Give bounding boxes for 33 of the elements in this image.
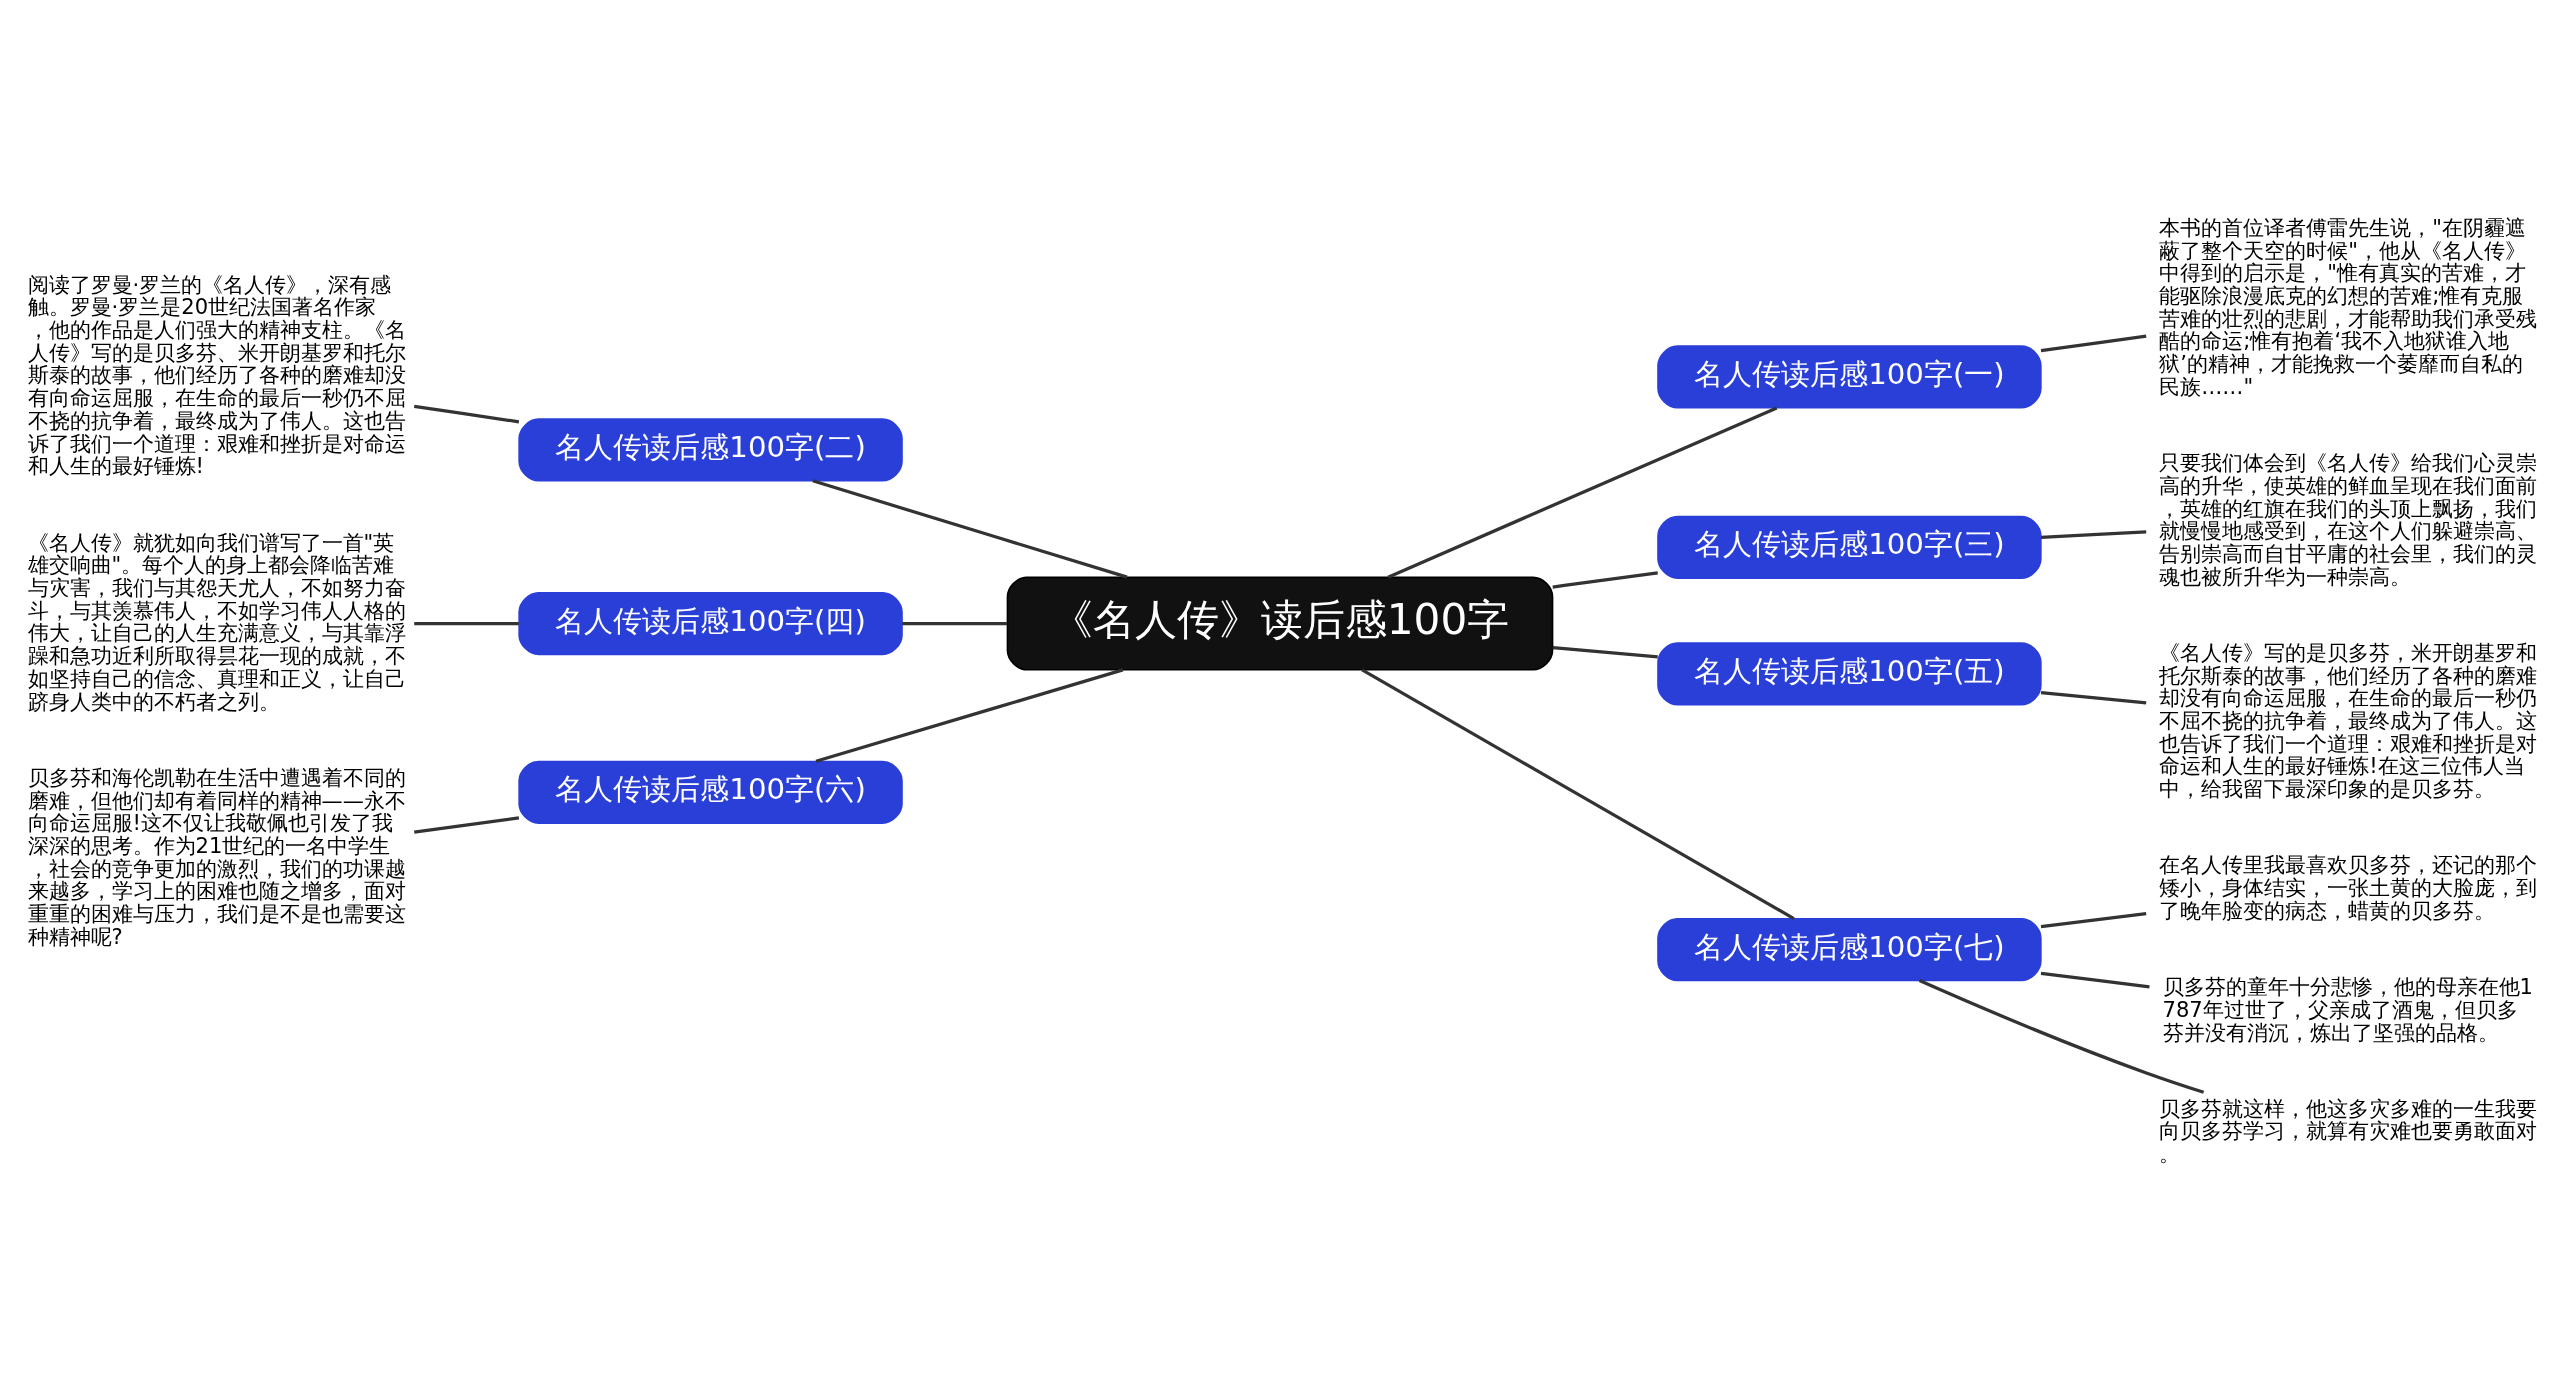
connector (2040, 971, 2150, 989)
node-text: 在名人传里我最喜欢贝多芬，还记的那个矮小，身体结实，一张土黄的大脸庞，到了晚年脸变的病态，蜡黄的贝多芬。 (2159, 852, 2538, 923)
node-box: 《名人传》读后感100字 (1006, 576, 1554, 671)
connector (414, 816, 520, 834)
node-text: 本书的首位译者傅雷先生说，"在阴霾遮蔽了整个天空的时候"，他从《名人传》中得到的启示是，"惟有真实的苦难，才能驱除浪漫底克的幻想的苦难;惟有克服苦难的壮烈的悲剧，才能帮助我们承受残酷的命运;惟有抱着‘我不入地狱谁入地狱’的精神，才能挽救一个萎靡而自私的民族……" (2159, 214, 2538, 399)
connector (2040, 912, 2147, 929)
node-box: 名人传读后感100字(五) (1657, 642, 2042, 706)
node-text: 贝多芬的童年十分悲惨，他的母亲在他1787年过世了，父亲成了酒鬼，但贝多芬并没有消沉，炼出了坚强的品格。 (2162, 974, 2533, 1045)
connector (1552, 646, 1658, 659)
connector (812, 479, 1128, 579)
node-text: 《名人传》就犹如向我们谱写了一首"英雄交响曲"。每个人的身上都会降临苦难与灾害，我们与其怨天尤人，不如努力奋斗，与其羡慕伟人，不如学习伟人人格的伟大，让自己的人生充满意义，与其靠浮躁和急功近利所取得昙花一现的成就，不如坚持自己的信念、真理和正义，让自己跻身人类中的不朽者之列。 (27, 529, 406, 714)
node-text: 只要我们体会到《名人传》给我们心灵崇高的升华，使英雄的鲜血呈现在我们面前，英雄的红旗在我们的头顶上飘扬，我们就慢慢地感受到，在这个人们躲避崇高、告别崇高而自甘平庸的社会里，我们的灵魂也被所升华为一种崇高。 (2159, 450, 2538, 589)
connector (1918, 979, 2205, 1094)
node-box: 名人传读后感100字(三) (1657, 515, 2042, 579)
connector (1387, 406, 1778, 579)
node-text: 《名人传》写的是贝多芬，米开朗基罗和托尔斯泰的故事，他们经历了各种的磨难却没有向命运屈服，在生命的最后一秒仍不屈不挠的抗争着，最终成为了伟人。这也告诉了我们一个道理：艰难和挫折是对命运和人生的最好锤炼!在这三位伟人当中，给我留下最深印象的是贝多芬。 (2159, 639, 2538, 802)
node-box: 名人传读后感100字(六) (518, 760, 903, 824)
connector (902, 621, 1008, 626)
node-box: 名人传读后感100字(四) (518, 591, 903, 656)
connector (414, 404, 520, 424)
connector (2040, 530, 2147, 539)
node-text: 贝多芬和海伦凯勒在生活中遭遇着不同的磨难，但他们却有着同样的精神——永不向命运屈服!这不仅让我敬佩也引发了我深深的思考。作为21世纪的一名中学生，社会的竞争更加的激烈，我们的功课越来越多，学习上的困难也随之增多，面对重重的困难与压力，我们是不是也需要这种精神呢? (27, 764, 406, 949)
connector (1552, 571, 1658, 589)
node-box: 名人传读后感100字(二) (518, 418, 903, 482)
node-text: 阅读了罗曼·罗兰的《名人传》，深有感触。罗曼·罗兰是20世纪法国著名作家，他的作品是人们强大的精神支柱。《名人传》写的是贝多芬、米开朗基罗和托尔斯泰的故事，他们经历了各种的磨难却没有向命运屈服，在生命的最后一秒仍不屈不挠的抗争着，最终成为了伟人。这也告诉了我们一个道理：艰难和挫折是对命运和人生的最好锤炼! (27, 271, 406, 479)
node-box: 名人传读后感100字(一) (1657, 345, 2042, 409)
connector (2040, 691, 2147, 705)
connector (1361, 668, 1795, 920)
connector (414, 621, 519, 626)
node-text: 贝多芬就这样，他这多灾多难的一生我要向贝多芬学习，就算有灾难也要勇敢面对。 (2159, 1095, 2538, 1167)
connector (815, 668, 1124, 763)
connector (2040, 334, 2147, 353)
node-box: 名人传读后感100字(七) (1657, 918, 2042, 982)
